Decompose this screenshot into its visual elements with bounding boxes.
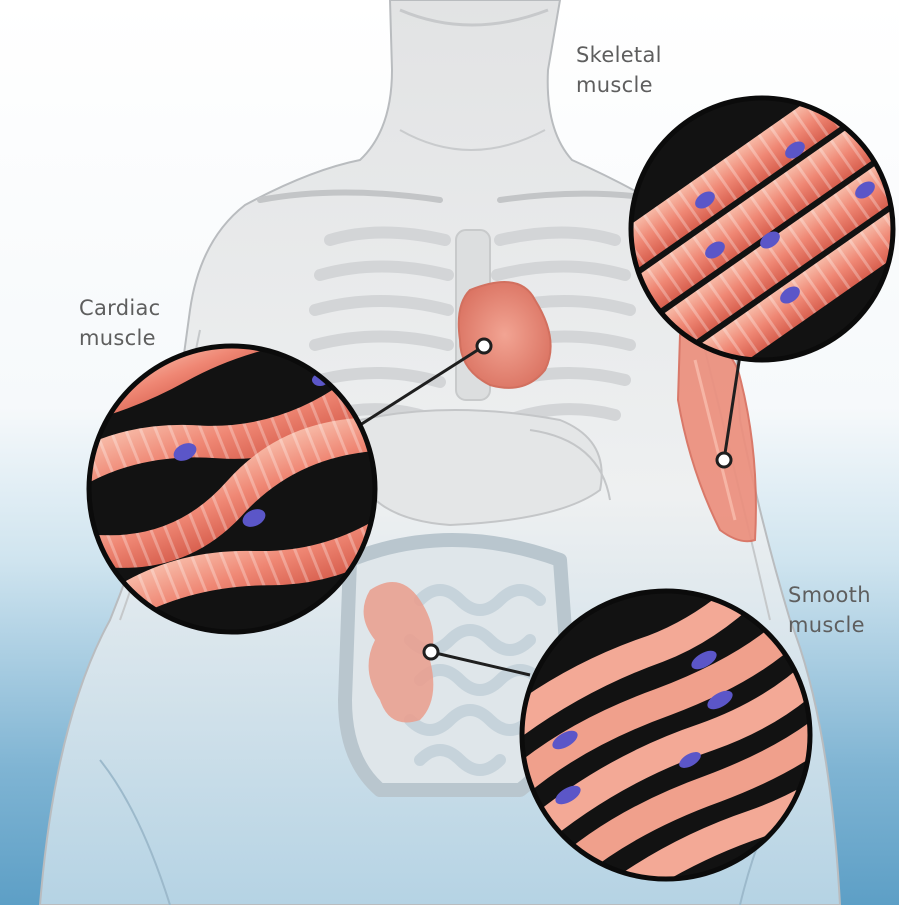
smooth-label-line2: muscle <box>788 610 871 640</box>
smooth-label-line1: Smooth <box>788 580 871 610</box>
intestine-pointer-dot <box>424 645 438 659</box>
cardiac-label-line2: muscle <box>79 323 160 353</box>
cardiac-label-line1: Cardiac <box>79 293 160 323</box>
arm-pointer-dot <box>717 453 731 467</box>
heart-pointer-dot <box>477 339 491 353</box>
cardiac-muscle-label: Cardiac muscle <box>79 293 160 353</box>
skeletal-muscle-label: Skeletal muscle <box>576 40 662 100</box>
smooth-muscle-label: Smooth muscle <box>788 580 871 640</box>
skeletal-label-line2: muscle <box>576 70 662 100</box>
skeletal-label-line1: Skeletal <box>576 40 662 70</box>
